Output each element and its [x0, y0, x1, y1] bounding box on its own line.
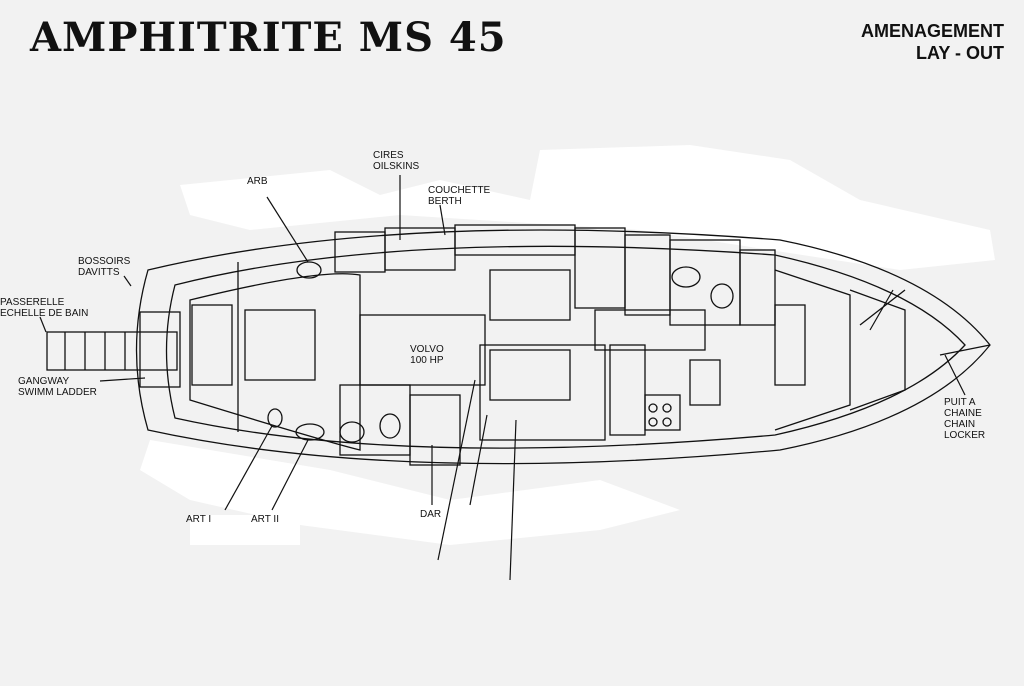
label-art1-line1: ART I	[186, 514, 212, 525]
label-bossoirs-line1: BOSSOIRS	[78, 256, 131, 267]
label-couchette-line2: BERTH	[428, 196, 462, 207]
label-puit-line1: PUIT A	[944, 397, 976, 408]
label-gangway: GANGWAY SWIMM LADDER	[18, 376, 97, 398]
label-bossoirs: BOSSOIRS DAVITTS	[78, 256, 130, 278]
label-dar: DAR	[420, 509, 441, 520]
label-arb-line1: ARB	[247, 176, 268, 187]
label-passerelle-line2: ECHELLE DE BAIN	[0, 308, 89, 319]
label-volvo: VOLVO 100 HP	[410, 344, 444, 366]
label-dar-line1: DAR	[420, 509, 442, 520]
whiteout-patches	[140, 145, 995, 545]
label-couchette-line1: COUCHETTE	[428, 185, 491, 196]
hull-lines	[46, 224, 991, 466]
page-title: AMPHITRITE MS 45	[30, 14, 507, 61]
subtitle-line-2: LAY - OUT	[915, 43, 1004, 63]
label-volvo-line2: 100 HP	[410, 355, 444, 366]
label-puit-line3: CHAIN	[944, 419, 976, 430]
label-passerelle: PASSERELLE ECHELLE DE BAIN	[0, 297, 88, 319]
label-puit: PUIT A CHAINE CHAIN LOCKER	[944, 397, 985, 441]
label-cires-line2: OILSKINS	[373, 161, 420, 172]
label-puit-line2: CHAINE	[944, 408, 982, 419]
label-gangway-line1: GANGWAY	[18, 376, 70, 387]
label-puit-line4: LOCKER	[944, 430, 986, 441]
label-bossoirs-line2: DAVITTS	[78, 267, 120, 278]
label-art2: ART II	[251, 514, 279, 525]
label-volvo-line1: VOLVO	[410, 344, 444, 355]
label-cires: CIRES OILSKINS	[373, 150, 419, 172]
subtitle-line-1: AMENAGEMENT	[861, 21, 1004, 41]
label-arb: ARB	[247, 176, 268, 187]
leader-lines	[39, 175, 966, 581]
label-art2-line1: ART II	[251, 514, 279, 525]
label-art1: ART I	[186, 514, 211, 525]
label-couchette: COUCHETTE BERTH	[428, 185, 490, 207]
label-passerelle-line1: PASSERELLE	[0, 297, 65, 308]
label-cires-line1: CIRES	[373, 150, 404, 161]
label-gangway-line2: SWIMM LADDER	[18, 387, 97, 398]
layout-subtitle: AMENAGEMENT LAY - OUT	[861, 20, 1004, 64]
